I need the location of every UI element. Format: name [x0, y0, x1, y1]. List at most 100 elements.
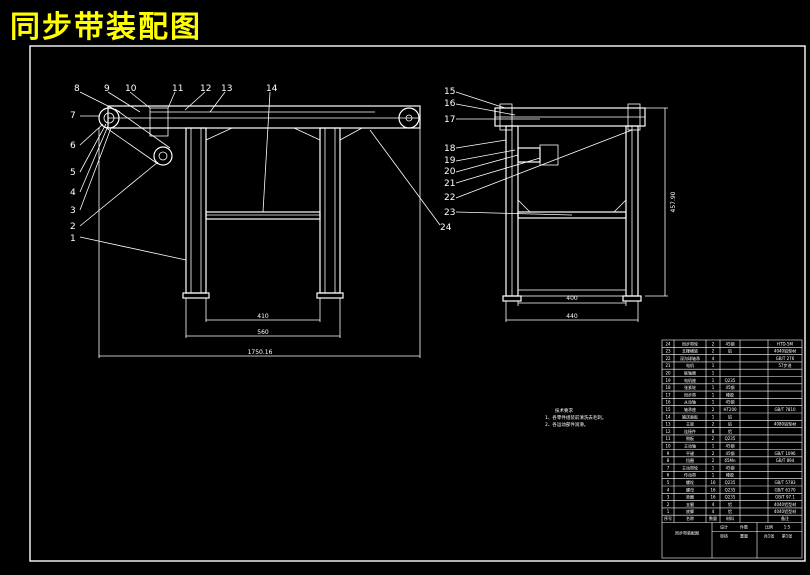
balloon-14: 14: [266, 84, 278, 94]
parts-row-qty: 2: [712, 349, 715, 354]
parts-row-material: 45钢: [725, 464, 734, 470]
parts-row-qty: 1: [712, 378, 715, 383]
front-view: 410 560 1750.16 8 9: [70, 84, 452, 358]
dim-side-inner-width: 400: [566, 295, 578, 302]
parts-row-qty: 1: [712, 363, 715, 368]
balloon-23: 23: [444, 208, 455, 218]
parts-row-name: 连接件: [684, 428, 696, 434]
parts-row-remark: GB/T 7810: [774, 407, 796, 412]
parts-row-material: 45钢: [725, 340, 734, 346]
parts-row-name: 主梁: [686, 421, 694, 427]
parts-row-name: 垫圈: [686, 494, 694, 500]
parts-row-qty: 4: [712, 502, 715, 507]
balloon-21: 21: [444, 179, 455, 189]
parts-row-remark: GB/T 6170: [774, 487, 796, 492]
parts-row-name: 同步带轮: [682, 340, 698, 346]
parts-row-no: 15: [665, 407, 671, 412]
parts-row-name: 挡圈: [686, 457, 694, 463]
parts-row-no: 18: [665, 385, 671, 390]
parts-row-name: 侧板: [686, 435, 694, 441]
parts-row-qty: 1: [712, 414, 715, 419]
parts-row-material: Q235: [725, 495, 736, 500]
parts-row-no: 16: [665, 400, 671, 405]
parts-row-qty: 4: [712, 356, 715, 361]
parts-row-material: 65Mn: [724, 458, 736, 463]
parts-row-material: 铝: [728, 413, 732, 419]
parts-row-remark: 4040铝型材: [774, 348, 796, 354]
parts-row-qty: 2: [712, 451, 715, 456]
parts-row-no: 14: [665, 414, 671, 419]
parts-row-remark: HTD-5M: [777, 341, 794, 346]
parts-row-material: 橡胶: [726, 391, 734, 397]
balloon-5: 5: [70, 168, 76, 178]
parts-row-qty: 2: [712, 436, 715, 441]
dim-leg-span: 560: [257, 329, 269, 336]
balloon-15: 15: [444, 87, 455, 97]
parts-row-remark: 4040铝型材: [774, 501, 796, 507]
parts-row-remark: 57步进: [778, 362, 791, 368]
parts-row-qty: 4: [712, 509, 715, 514]
parts-row-qty: 2: [712, 458, 715, 463]
dim-side-height: 457.90: [670, 191, 677, 212]
parts-row-qty: 1: [712, 392, 715, 397]
parts-row-name: 轴承座: [684, 406, 696, 412]
parts-row-no: 8: [667, 458, 670, 463]
parts-row-remark: GB/T 894: [776, 458, 795, 463]
parts-row-material: Q235: [725, 378, 736, 383]
parts-row-qty: 16: [710, 495, 716, 500]
parts-row-no: 21: [665, 363, 671, 368]
balloon-13: 13: [221, 84, 232, 94]
parts-row-name: 联轴器: [684, 370, 696, 376]
parts-row-material: Q235: [725, 436, 736, 441]
parts-row-name: 同步带: [684, 391, 696, 397]
parts-row-material: 橡胶: [726, 472, 734, 478]
balloon-8: 8: [74, 84, 80, 94]
parts-row-qty: 1: [712, 400, 715, 405]
parts-row-no: 9: [667, 451, 670, 456]
parts-row-name: 从动轴: [684, 399, 696, 405]
title-block-weight: 重量: [740, 533, 748, 539]
parts-row-name: 电机座: [684, 377, 696, 383]
title-block-sheet-no: 第1张: [782, 533, 793, 539]
side-view: 400 440 457.90 15 16 17 18 19 20 21 2: [444, 87, 677, 322]
parts-row-qty: 2: [712, 407, 715, 412]
balloon-9: 9: [104, 84, 110, 94]
balloon-17: 17: [444, 115, 455, 125]
parts-row-name: 支腿: [686, 501, 694, 507]
parts-row-qty: 1: [712, 385, 715, 390]
parts-row-material: 45钢: [725, 399, 734, 405]
balloon-2: 2: [70, 222, 76, 232]
parts-row-qty: 1: [712, 473, 715, 478]
parts-row-material: 45钢: [725, 384, 734, 390]
balloon-7: 7: [70, 111, 76, 121]
parts-row-material: 铝: [728, 421, 732, 427]
title-block-name: 同步带装配图: [675, 530, 699, 536]
parts-header-material: 材料: [726, 515, 734, 521]
parts-row-material: 铝: [728, 348, 732, 354]
tech-note-1: 1、各零件组装前清洗去毛刺。: [545, 414, 606, 421]
balloon-4: 4: [70, 188, 76, 198]
parts-row-no: 1: [667, 509, 670, 514]
parts-row-qty: 2: [712, 422, 715, 427]
parts-row-qty: 8: [712, 429, 715, 434]
title-block-designer: 设计: [720, 524, 728, 530]
main-beam: [107, 105, 421, 129]
balloon-16: 16: [444, 99, 456, 109]
balloon-10: 10: [125, 84, 137, 94]
parts-row-name: 平键: [686, 450, 694, 456]
balloon-19: 19: [444, 156, 456, 166]
tech-note-2: 2、各运动部件润滑。: [545, 421, 588, 428]
parts-row-material: 铝: [728, 428, 732, 434]
parts-row-material: 45钢: [725, 450, 734, 456]
motor-pulley: [153, 146, 173, 166]
parts-row-name: 底脚: [686, 508, 694, 514]
technical-notes: 技术要求 1、各零件组装前清洗去毛刺。 2、各运动部件润滑。: [545, 407, 606, 428]
parts-row-name: 输送面板: [682, 413, 698, 419]
parts-row-qty: 2: [712, 341, 715, 346]
balloon-12: 12: [200, 84, 211, 94]
parts-row-name: 电机: [686, 362, 694, 368]
dim-inner-width: 410: [257, 313, 269, 320]
parts-row-remark: 4040铝型材: [774, 508, 796, 514]
